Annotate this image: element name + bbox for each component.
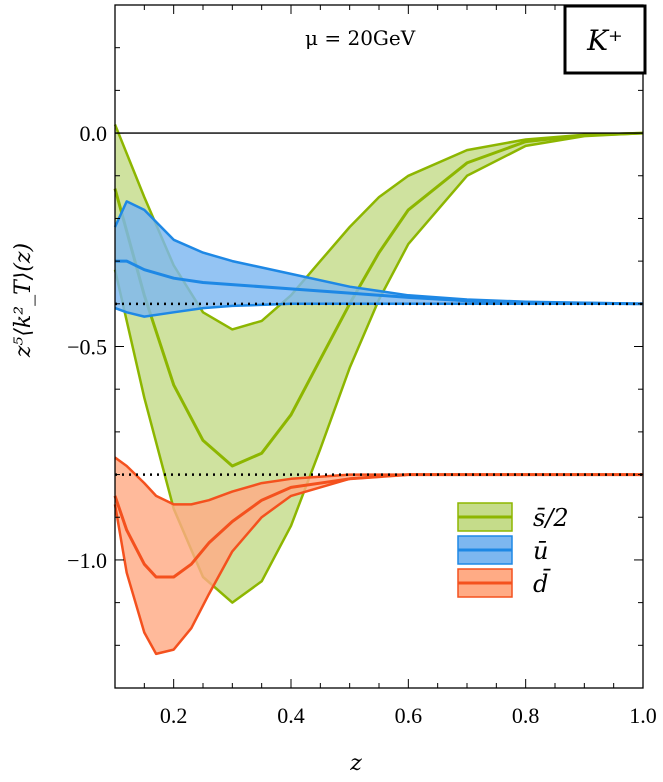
y-tick-label-1: −0.5 [67, 335, 107, 360]
band-fill-1 [115, 201, 643, 317]
hadron-label-box: K⁺ [563, 4, 647, 75]
reference-lines [115, 132, 643, 476]
legend-item-2: d̄ [457, 568, 551, 598]
y-tick-label-0: 0.0 [80, 121, 108, 146]
legend: s̄/2 ū d̄ [457, 502, 569, 598]
scale-annotation: μ = 20GeV [305, 26, 416, 50]
x-tick-label-2: 0.6 [395, 703, 423, 728]
x-tick-label-1: 0.4 [277, 703, 305, 728]
band-central-line-1 [115, 259, 644, 306]
band-fill-2 [115, 457, 643, 654]
legend-label-1: ū [533, 537, 548, 565]
series-2 [113, 456, 643, 656]
band-lower-line-1 [114, 302, 643, 318]
legend-item-1: ū [457, 535, 548, 565]
band-lower-line-2 [113, 473, 643, 656]
band-fill-0 [115, 124, 643, 603]
x-axis-title: z [349, 751, 362, 776]
y-axis-title: z⁵⟨k²_T⟩(z) [11, 243, 36, 358]
band-central-line-0 [113, 131, 644, 468]
series-1 [113, 200, 644, 318]
bands-layer [113, 124, 644, 656]
axes-layer: 0.2 0.4 0.6 0.8 1.0 0.0 −0.5 −1.0 [67, 4, 657, 728]
legend-label-0: s̄/2 [533, 504, 569, 532]
y-tick-label-2: −1.0 [67, 548, 107, 573]
hadron-label: K⁺ [586, 24, 623, 57]
x-tick-label-4: 1.0 [629, 703, 657, 728]
legend-item-0: s̄/2 [457, 502, 569, 532]
legend-label-2: d̄ [533, 569, 551, 598]
x-tick-label-3: 0.8 [512, 703, 540, 728]
x-tick-label-0: 0.2 [160, 703, 188, 728]
